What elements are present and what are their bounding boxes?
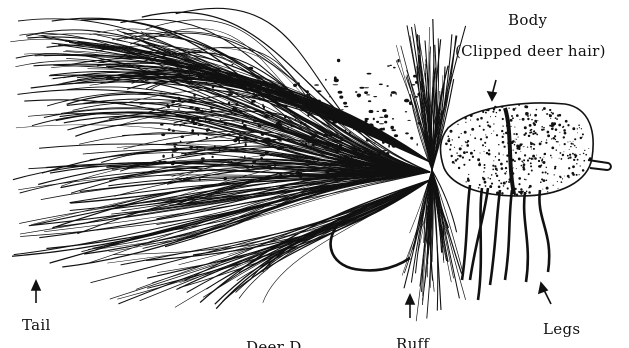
legs-label: Legs	[543, 322, 580, 337]
tail-label: Tail	[22, 318, 51, 333]
ruff-label: Ruff	[396, 337, 429, 348]
deer-hair-body	[441, 103, 594, 196]
body-detail-label: (Clipped deer hair)	[455, 44, 606, 59]
hook-eye	[588, 160, 611, 170]
cut-off-label: Deer D	[246, 340, 302, 348]
hook-bend	[331, 222, 410, 270]
tail-hair-strands	[10, 8, 430, 308]
rubber-legs	[462, 185, 549, 300]
body-label: Body	[508, 13, 547, 28]
